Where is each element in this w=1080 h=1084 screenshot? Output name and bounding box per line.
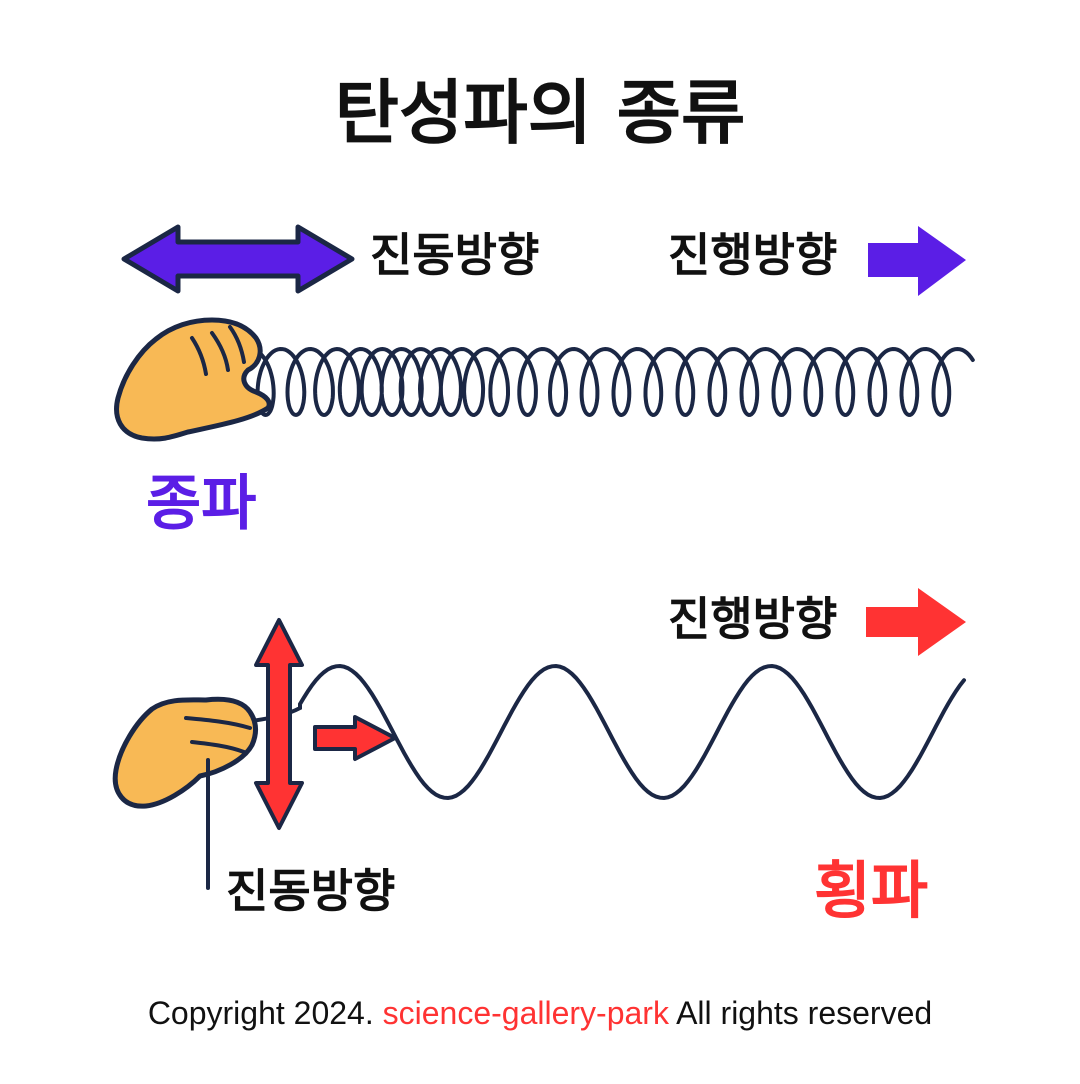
transverse-propagation-arrow (866, 588, 966, 656)
hand-holding-rope-icon (112, 696, 258, 809)
longitudinal-propagation-arrow (868, 226, 966, 296)
longitudinal-vibration-arrow (121, 224, 355, 294)
copyright-brand: science-gallery-park (382, 995, 669, 1031)
copyright-prefix: Copyright 2024. (147, 995, 383, 1031)
spring-coil (248, 346, 975, 418)
longitudinal-wave-name: 종파 (146, 469, 257, 539)
transverse-propagation-label: 진행방향 (668, 592, 838, 646)
hand-pinching-spring-icon (114, 317, 272, 442)
transverse-vibration-arrow (254, 618, 304, 830)
longitudinal-propagation-label: 진행방향 (668, 228, 838, 282)
diagram-title: 탄성파의 종류 (334, 72, 746, 154)
copyright-footer: Copyright 2024. science-gallery-park All… (0, 995, 1080, 1032)
copyright-suffix: All rights reserved (668, 995, 933, 1031)
transverse-vibration-label: 진동방향 (226, 864, 396, 918)
longitudinal-vibration-label: 진동방향 (370, 228, 540, 282)
transverse-small-propagation-arrow (313, 715, 397, 761)
transverse-wave-name: 횡파 (814, 854, 929, 927)
rope-wave (240, 663, 966, 801)
